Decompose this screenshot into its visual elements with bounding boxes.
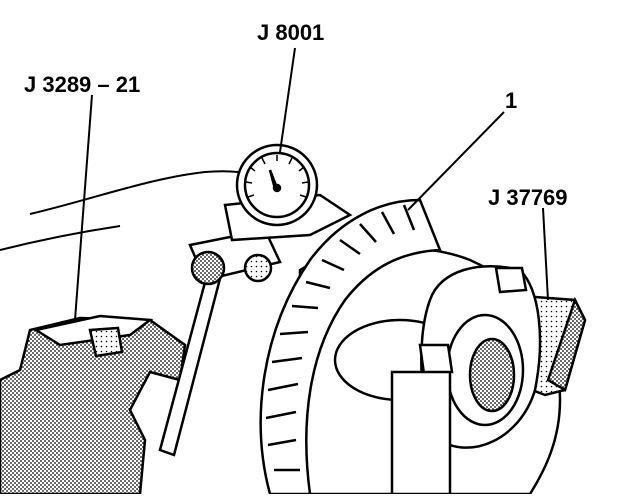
ring-gear bbox=[259, 198, 442, 496]
leader-j37769 bbox=[542, 207, 549, 301]
dial-indicator bbox=[223, 143, 353, 242]
callout-j3289-21: J 3289 – 21 bbox=[24, 72, 141, 97]
indicator-rod bbox=[158, 228, 282, 457]
leader-item-1 bbox=[407, 111, 505, 211]
indicator-holder bbox=[0, 314, 187, 496]
callout-j8001: J 8001 bbox=[257, 20, 325, 45]
bearing-cap bbox=[390, 265, 542, 496]
leader-lines bbox=[74, 47, 549, 321]
callout-item-1: 1 bbox=[505, 88, 518, 113]
callout-j37769: J 37769 bbox=[488, 185, 568, 210]
leader-j8001 bbox=[279, 47, 296, 153]
leader-j3289 bbox=[74, 94, 93, 321]
